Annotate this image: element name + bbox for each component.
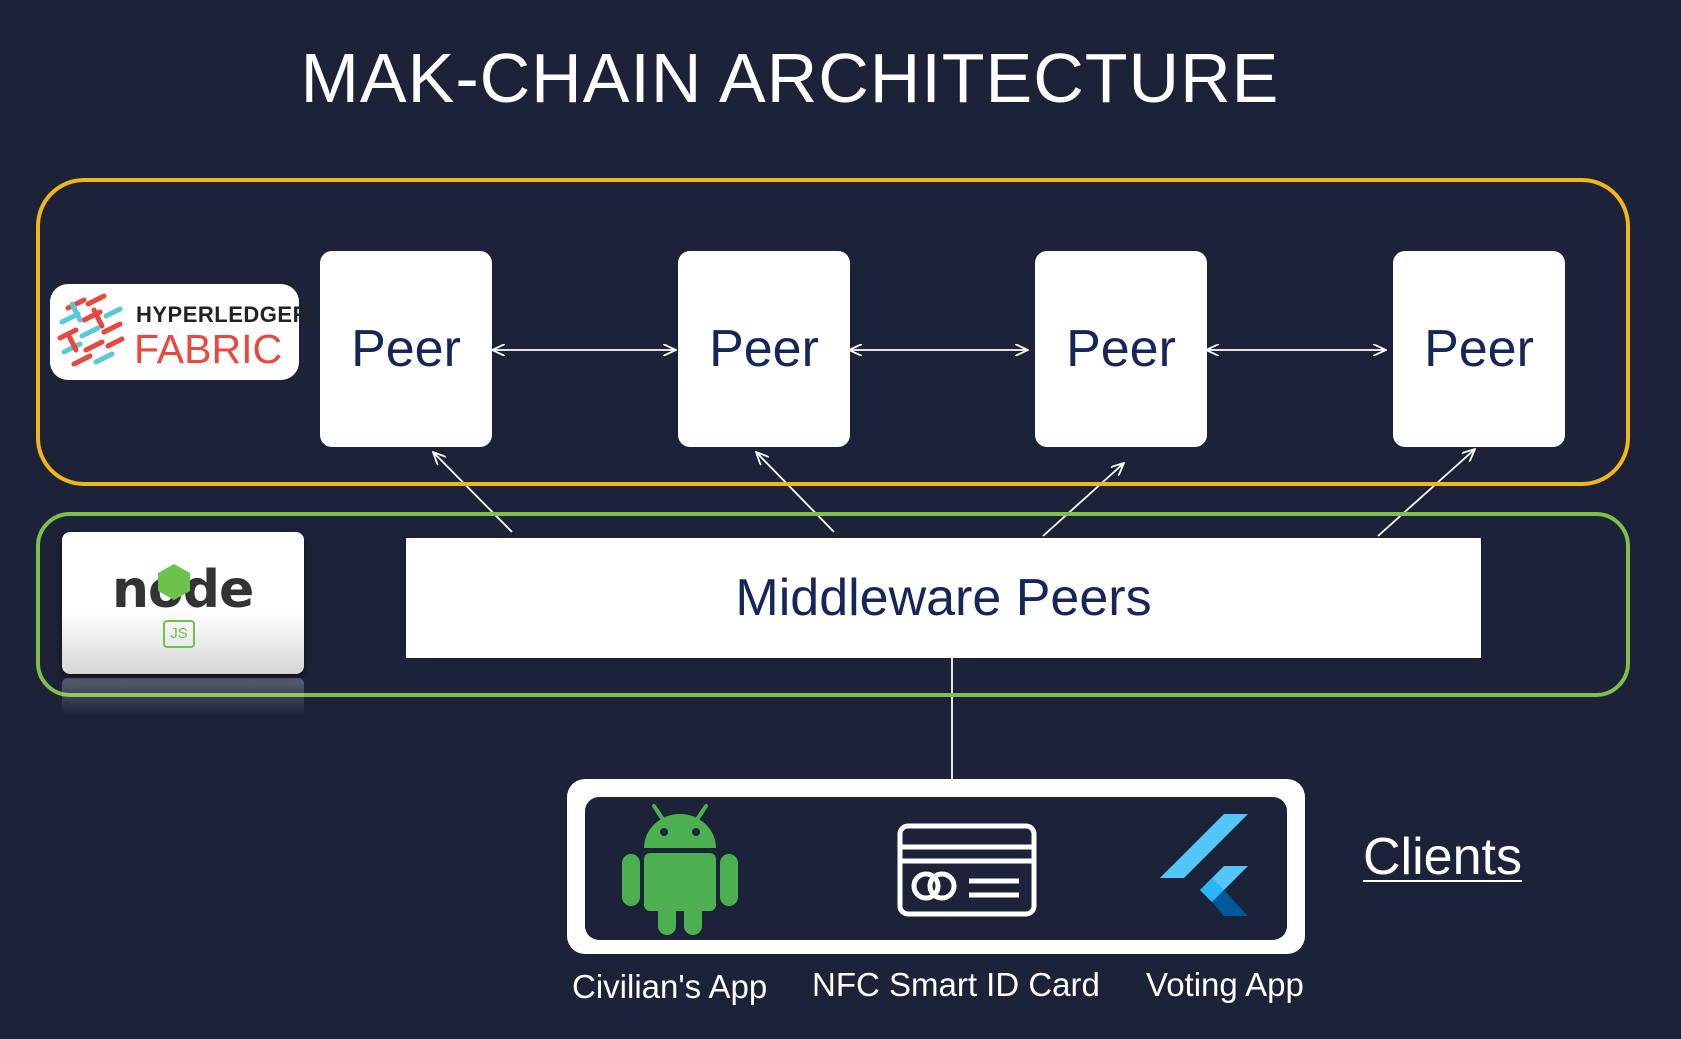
peer-label: Peer bbox=[1424, 320, 1534, 378]
hyperledger-fabric-logo bbox=[50, 284, 299, 380]
nodejs-logo: node JS bbox=[62, 532, 304, 674]
flutter-icon bbox=[1160, 814, 1248, 916]
hyperledger-fabric-layer bbox=[36, 178, 1630, 486]
middleware-peers-node: Middleware Peers bbox=[406, 538, 1481, 658]
client-label-nfc-card: NFC Smart ID Card bbox=[812, 966, 1100, 1003]
hyperledger-text: HYPERLEDGER bbox=[136, 302, 309, 327]
mw-to-peer-1 bbox=[433, 452, 513, 533]
mw-to-peer-4 bbox=[1377, 449, 1475, 537]
middleware-layer bbox=[36, 512, 1630, 697]
peer-label: Peer bbox=[351, 320, 461, 378]
mw-to-peer-3 bbox=[1042, 463, 1124, 537]
peer-node-1: Peer bbox=[320, 251, 492, 447]
mw-to-peer-2 bbox=[756, 452, 835, 533]
middleware-label: Middleware Peers bbox=[735, 569, 1152, 627]
id-card-icon bbox=[897, 823, 1037, 917]
peer-node-2: Peer bbox=[678, 251, 850, 447]
peer-label: Peer bbox=[1066, 320, 1176, 378]
android-icon bbox=[622, 804, 738, 935]
peer-node-3: Peer bbox=[1035, 251, 1207, 447]
nodejs-js-badge: JS bbox=[163, 620, 195, 648]
nodejs-hexagon-icon bbox=[158, 564, 190, 600]
clients-heading: Clients bbox=[1363, 828, 1522, 886]
page-title: MAK-CHAIN ARCHITECTURE bbox=[300, 39, 1280, 117]
nodejs-logo-reflection bbox=[62, 678, 304, 716]
peer-label: Peer bbox=[709, 320, 819, 378]
client-label-voting-app: Voting App bbox=[1146, 966, 1304, 1003]
fabric-mesh-icon bbox=[57, 293, 125, 367]
peer-node-4: Peer bbox=[1393, 251, 1565, 447]
fabric-text: FABRIC bbox=[134, 326, 283, 372]
client-label-civilian-app: Civilian's App bbox=[572, 968, 768, 1005]
